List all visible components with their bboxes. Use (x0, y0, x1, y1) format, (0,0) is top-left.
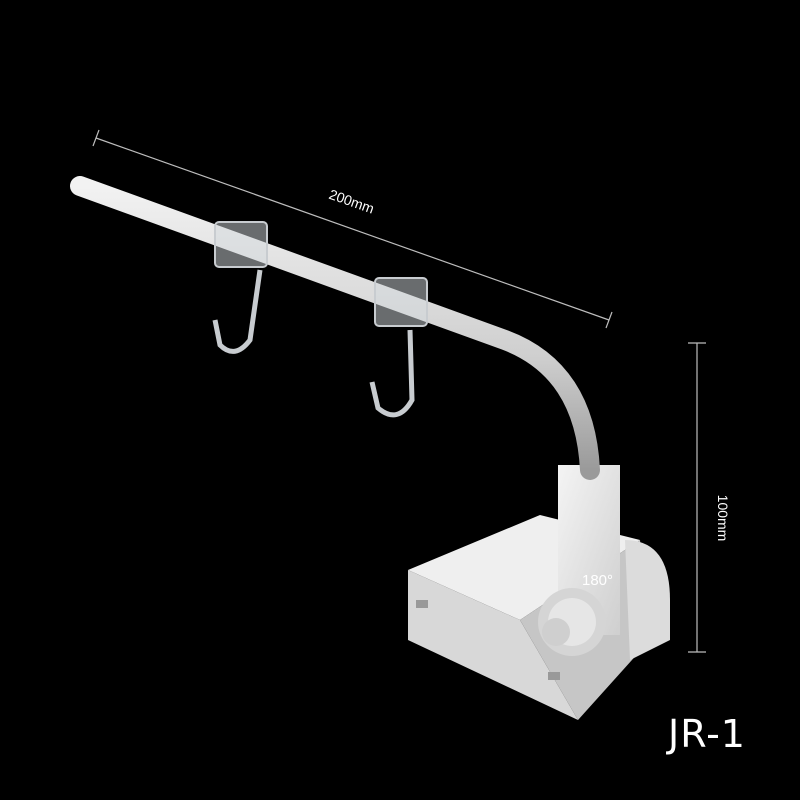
height-label: 100mm (715, 495, 731, 542)
hook-right (369, 277, 428, 418)
rod (70, 176, 600, 480)
model-label: JR-1 (668, 712, 746, 756)
hook-left (212, 221, 268, 354)
length-label: 200mm (327, 186, 376, 217)
swivel-post (538, 465, 620, 656)
length-dimension-line (92, 129, 613, 329)
rotation-label: 180° (582, 572, 613, 589)
height-dimension-line (688, 342, 706, 653)
